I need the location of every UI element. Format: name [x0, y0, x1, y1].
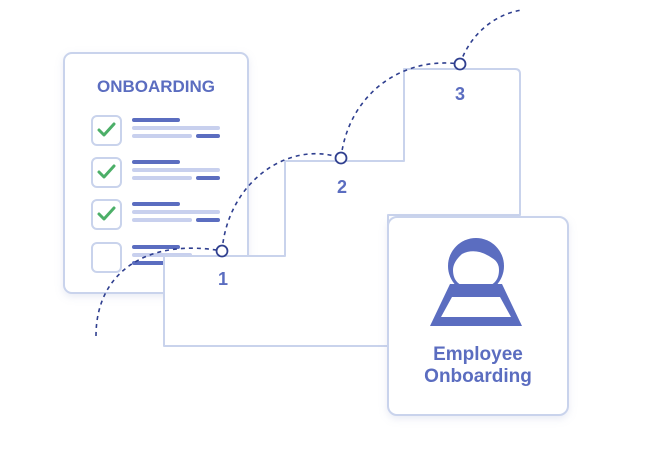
check-icon: [97, 122, 116, 137]
step-1-marker: [215, 244, 229, 258]
dashed-arc: [221, 153, 342, 252]
check-icon: [97, 206, 116, 221]
checklist-item: [91, 199, 220, 230]
employee-avatar-icon: [430, 238, 522, 326]
check-icon: [97, 164, 116, 179]
card-title-line2: Onboarding: [424, 366, 532, 387]
checklist-title: ONBOARDING: [97, 77, 215, 96]
onboarding-checklist: ONBOARDING: [63, 52, 249, 294]
card-title-line1: Employee: [433, 344, 523, 365]
text-placeholder-line: [132, 202, 180, 206]
text-placeholder-line: [196, 176, 220, 180]
step-3-marker: [453, 57, 467, 71]
checkbox-empty: [91, 242, 122, 273]
step-3-label: 3: [455, 84, 465, 104]
text-placeholder-line: [132, 245, 180, 249]
text-placeholder-line: [132, 160, 180, 164]
checklist-item: [91, 242, 192, 273]
text-placeholder-line: [132, 168, 220, 172]
staircase: [163, 68, 521, 347]
text-placeholder-line: [132, 176, 192, 180]
progress-arcs: [95, 9, 523, 337]
employee-onboarding-card: Employee Onboarding: [387, 216, 569, 416]
step-2-marker: [334, 151, 348, 165]
text-placeholder-line: [132, 134, 192, 138]
checklist-item: [91, 157, 220, 188]
step-1-label: 1: [218, 269, 228, 289]
step-markers: [215, 57, 467, 258]
dashed-arc: [459, 9, 523, 65]
text-placeholder-line: [196, 134, 220, 138]
text-placeholder-line: [132, 118, 180, 122]
text-placeholder-line: [132, 126, 220, 130]
checklist-item: [91, 115, 220, 146]
text-placeholder-line: [132, 218, 192, 222]
text-placeholder-line: [132, 210, 220, 214]
step-2-label: 2: [337, 177, 347, 197]
text-placeholder-line: [196, 218, 220, 222]
